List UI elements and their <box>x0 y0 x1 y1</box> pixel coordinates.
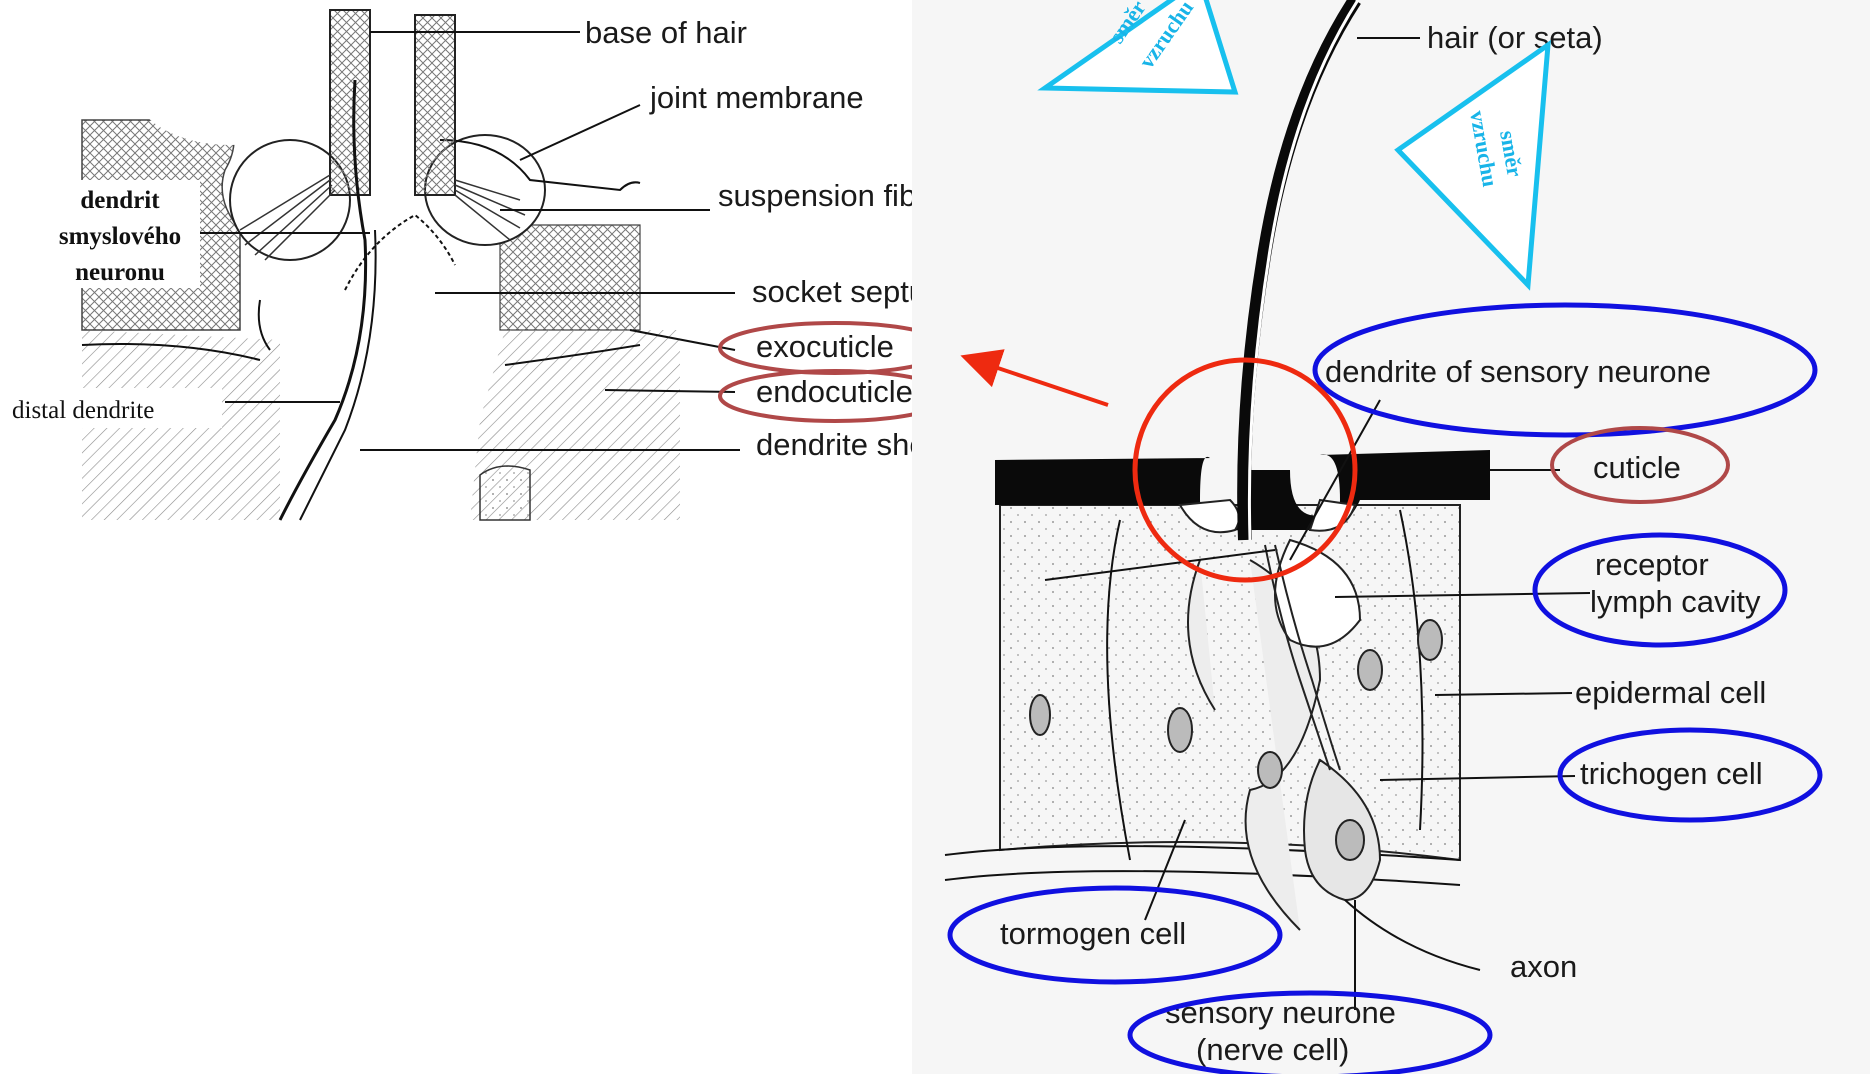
label-tormogen-cell: tormogen cell <box>1000 916 1186 951</box>
right-panel: hair (or seta) dendrite of sensory neuro… <box>912 0 1870 1074</box>
label-endocuticle: endocuticle <box>756 374 913 409</box>
label-receptor-line1: receptor <box>1595 547 1709 582</box>
label-trichogen-cell: trichogen cell <box>1580 756 1763 791</box>
dotted-region <box>480 466 530 520</box>
hair-shaft-right-wall <box>415 15 455 195</box>
label-epidermal-cell: epidermal cell <box>1575 675 1766 710</box>
czech-label-line3: neuronu <box>75 259 165 286</box>
white-overlay-blob <box>135 35 325 145</box>
label-axon: axon <box>1510 949 1577 984</box>
label-sensory-neurone-line2: (nerve cell) <box>1196 1032 1349 1067</box>
right-upper-cuticle-block <box>500 225 640 330</box>
label-cuticle: cuticle <box>1593 450 1681 485</box>
left-panel: base of hair joint membrane suspension f… <box>0 0 970 520</box>
label-dendrite-of-sensory-neurone: dendrite of sensory neurone <box>1325 354 1711 389</box>
czech-label-line2: smyslového <box>59 223 181 250</box>
label-receptor-line2: lymph cavity <box>1590 584 1761 619</box>
czech-label-line1: dendrit <box>80 187 160 214</box>
label-exocuticle: exocuticle <box>756 329 894 364</box>
epidermis-layer <box>1000 505 1460 860</box>
label-distal-dendrite: distal dendrite <box>12 397 154 424</box>
hair-shaft-left-wall <box>330 10 370 195</box>
label-base-of-hair: base of hair <box>585 15 747 50</box>
label-joint-membrane: joint membrane <box>649 80 864 115</box>
label-hair: hair (or seta) <box>1427 20 1603 55</box>
